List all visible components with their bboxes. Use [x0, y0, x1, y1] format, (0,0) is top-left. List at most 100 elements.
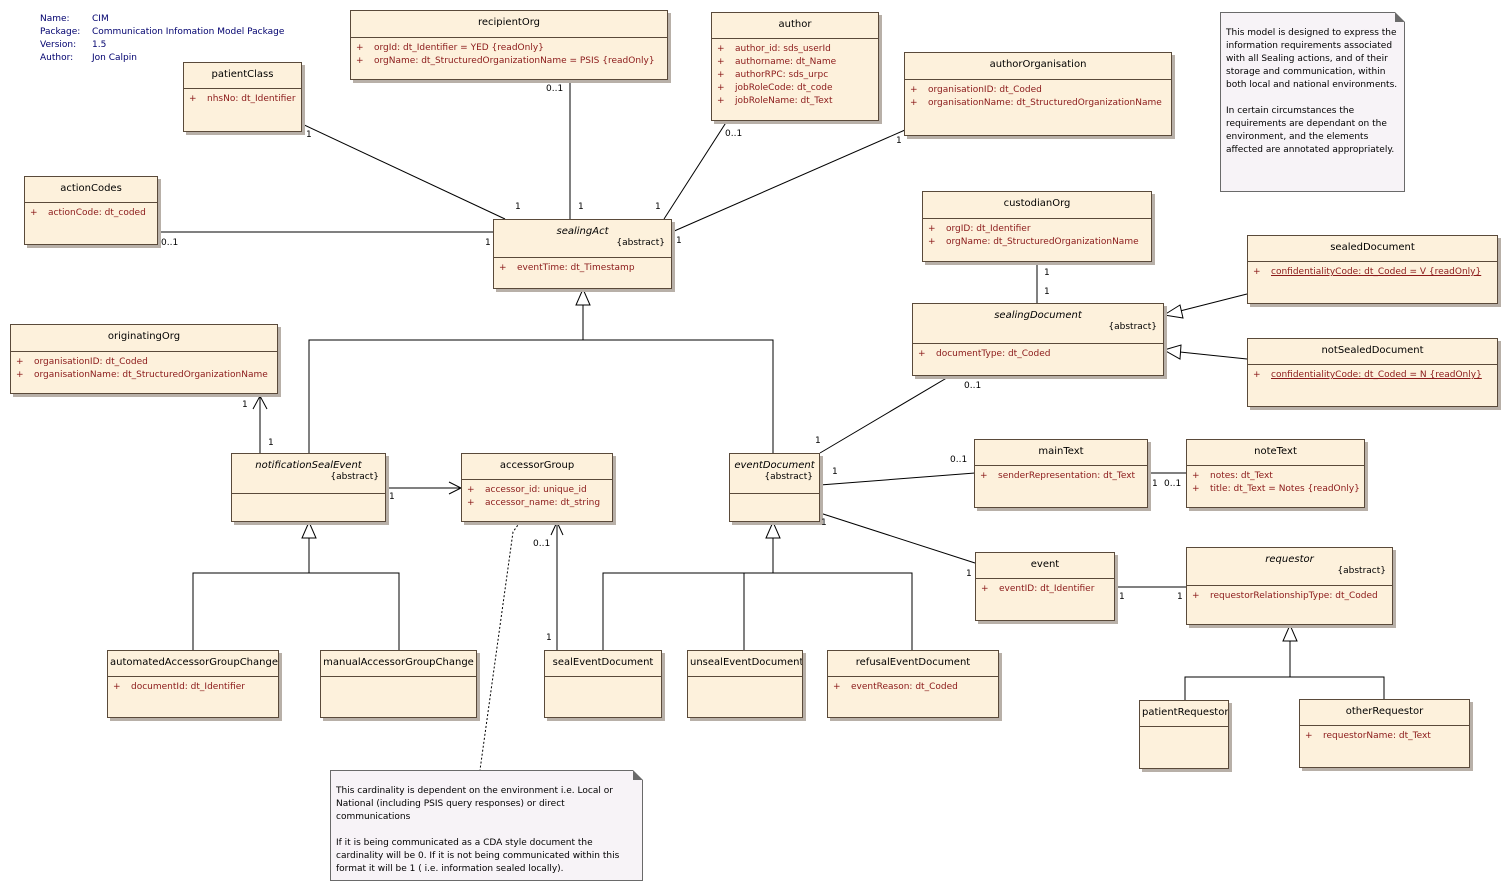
assoc-authororg-sealingact: [671, 129, 906, 233]
class-stereotype: {abstract}: [330, 472, 379, 482]
class-eventdocument[interactable]: eventDocument{abstract}: [729, 453, 820, 522]
class-authororganisation[interactable]: authorOrganisation +organisationID: dt_C…: [904, 52, 1172, 136]
class-actioncodes[interactable]: actionCodes +actionCode: dt_coded: [24, 176, 158, 245]
class-attribute[interactable]: +orgName: dt_StructuredOrganizationName: [928, 236, 1148, 249]
class-maintext[interactable]: mainText +senderRepresentation: dt_Text: [974, 439, 1148, 508]
class-otherrequestor[interactable]: otherRequestor +requestorName: dt_Text: [1299, 699, 1470, 768]
class-attribute[interactable]: +accessor_name: dt_string: [467, 497, 609, 510]
gen-eventdocument-sealingact: [583, 339, 774, 453]
class-attribute[interactable]: +confidentialityCode: dt_Coded = V {read…: [1253, 266, 1494, 279]
attribute-text: organisationID: dt_Coded: [928, 85, 1042, 95]
public-visibility-icon: +: [717, 83, 725, 93]
public-visibility-icon: +: [833, 682, 841, 692]
attribute-text: authorRPC: sds_urpc: [735, 70, 829, 80]
class-attribute[interactable]: +notes: dt_Text: [1192, 470, 1361, 483]
class-accessorgroup[interactable]: accessorGroup +accessor_id: unique_id+ac…: [461, 453, 613, 522]
attribute-text: actionCode: dt_coded: [48, 208, 146, 218]
class-attribute[interactable]: +organisationName: dt_StructuredOrganiza…: [16, 369, 274, 382]
class-author[interactable]: author +author_id: sds_userId+authorname…: [711, 12, 879, 121]
multiplicity: 1: [546, 633, 552, 643]
class-sealeddocument[interactable]: sealedDocument +confidentialityCode: dt_…: [1247, 235, 1498, 304]
public-visibility-icon: +: [30, 208, 38, 218]
class-attribute[interactable]: +confidentialityCode: dt_Coded = N {read…: [1253, 369, 1494, 382]
class-event[interactable]: event +eventID: dt_Identifier: [975, 552, 1115, 621]
attribute-text: organisationName: dt_StructuredOrganizat…: [928, 98, 1162, 108]
attribute-text: orgID: dt_Identifier: [946, 224, 1031, 234]
class-attribute[interactable]: +requestorName: dt_Text: [1305, 730, 1466, 743]
class-attribute[interactable]: + organisationName: dt_StructuredOrganiza…: [910, 97, 1168, 110]
class-patientrequestor[interactable]: patientRequestor: [1139, 700, 1229, 769]
class-attribute[interactable]: +requestorRelationshipType: dt_Coded: [1192, 590, 1389, 603]
class-attribute[interactable]: +jobRoleCode: dt_code: [717, 82, 875, 95]
attribute-text: documentType: dt_Coded: [936, 349, 1051, 359]
class-originatingorg[interactable]: originatingOrg +organisationID: dt_Coded…: [10, 324, 278, 394]
class-patientclass[interactable]: patientClass +nhsNo: dt_Identifier: [183, 62, 302, 132]
class-stereotype: {abstract}: [616, 238, 665, 248]
note-link: [479, 521, 521, 771]
multiplicity: 1: [485, 238, 491, 248]
gen-notification-sealingact: [308, 305, 584, 453]
attribute-text: nhsNo: dt_Identifier: [207, 94, 296, 104]
public-visibility-icon: +: [1192, 484, 1200, 494]
public-visibility-icon: +: [717, 44, 725, 54]
class-attribute[interactable]: +authorname: dt_Name: [717, 56, 875, 69]
class-sealingdocument[interactable]: sealingDocument{abstract} +documentType:…: [912, 303, 1164, 376]
class-attribute[interactable]: + actionCode: dt_coded: [30, 207, 154, 220]
class-attribute[interactable]: +senderRepresentation: dt_Text: [980, 470, 1144, 483]
multiplicity: 1: [832, 467, 838, 477]
attribute-text: title: dt_Text = Notes {readOnly}: [1210, 484, 1360, 494]
class-attribute[interactable]: +jobRoleName: dt_Text: [717, 95, 875, 108]
attribute-text: requestorRelationshipType: dt_Coded: [1210, 591, 1378, 601]
class-attribute[interactable]: +eventTime: dt_Timestamp: [499, 262, 668, 275]
class-attribute[interactable]: +organisationID: dt_Coded: [910, 84, 1168, 97]
class-sealingact[interactable]: sealingAct{abstract} +eventTime: dt_Time…: [493, 219, 672, 289]
class-attribute[interactable]: +accessor_id: unique_id: [467, 484, 609, 497]
class-name: sealEventDocument: [552, 657, 654, 668]
meta-row: Version:1.5: [40, 39, 284, 52]
class-attribute[interactable]: +orgName: dt_StructuredOrganizationName …: [356, 55, 664, 68]
class-notificationsealevent[interactable]: notificationSealEvent{abstract}: [231, 453, 386, 522]
class-name: sealedDocument: [1330, 242, 1415, 253]
class-automatedaccessorgroupchange[interactable]: automatedAccessorGroupChange +documentId…: [107, 650, 279, 718]
multiplicity: 0..1: [1164, 479, 1182, 489]
class-recipientorg[interactable]: recipientOrg +orgId: dt_Identifier = YED…: [350, 10, 668, 80]
class-name: event: [1030, 559, 1060, 570]
class-attribute[interactable]: +authorRPC: sds_urpc: [717, 69, 875, 82]
class-attribute[interactable]: +nhsNo: dt_Identifier: [189, 93, 298, 106]
class-name: originatingOrg: [107, 331, 181, 342]
class-name: sealingDocument: [994, 310, 1082, 321]
assoc-eventdoc-maintext: [819, 472, 976, 486]
multiplicity: 1: [676, 236, 682, 246]
class-attribute[interactable]: +orgId: dt_Identifier = YED {readOnly}: [356, 42, 664, 55]
class-notetext[interactable]: noteText +notes: dt_Text+ title: dt_Text …: [1186, 439, 1365, 508]
class-name: requestor: [1265, 554, 1314, 565]
class-attribute[interactable]: + title: dt_Text = Notes {readOnly}: [1192, 483, 1361, 496]
class-unsealeventdocument[interactable]: unsealEventDocument: [687, 650, 803, 718]
class-attribute[interactable]: +documentType: dt_Coded: [918, 348, 1160, 361]
class-attribute[interactable]: +author_id: sds_userId: [717, 43, 875, 56]
class-sealeventdocument[interactable]: sealEventDocument: [544, 650, 662, 718]
class-attribute[interactable]: +eventReason: dt_Coded: [833, 681, 995, 694]
class-notsealeddocument[interactable]: notSealedDocument +confidentialityCode: …: [1247, 338, 1498, 407]
meta-row: Name:CIM: [40, 13, 284, 26]
class-attribute[interactable]: +eventID: dt_Identifier: [981, 583, 1111, 596]
class-name: noteText: [1254, 446, 1297, 457]
public-visibility-icon: +: [910, 98, 918, 108]
class-manualaccessorgroupchange[interactable]: manualAccessorGroupChange: [320, 650, 477, 718]
note-fold-icon: [633, 770, 643, 780]
multiplicity: 0..1: [964, 381, 982, 391]
class-attribute[interactable]: +documentId: dt_Identifier: [113, 681, 275, 694]
class-attribute[interactable]: + orgID: dt_Identifier: [928, 223, 1148, 236]
gen-sealevent-eventdoc: [602, 538, 774, 650]
class-custodianorg[interactable]: custodianOrg +orgID: dt_Identifier+orgNa…: [922, 191, 1152, 262]
public-visibility-icon: +: [1253, 267, 1261, 277]
public-visibility-icon: +: [717, 96, 725, 106]
public-visibility-icon: +: [928, 224, 936, 234]
class-requestor[interactable]: requestor{abstract} +requestorRelationsh…: [1186, 547, 1393, 625]
multiplicity: 1: [655, 202, 661, 212]
class-attribute[interactable]: +organisationID: dt_Coded: [16, 356, 274, 369]
public-visibility-icon: +: [16, 370, 24, 380]
class-refusaleventdocument[interactable]: refusalEventDocument +eventReason: dt_Co…: [827, 650, 999, 718]
